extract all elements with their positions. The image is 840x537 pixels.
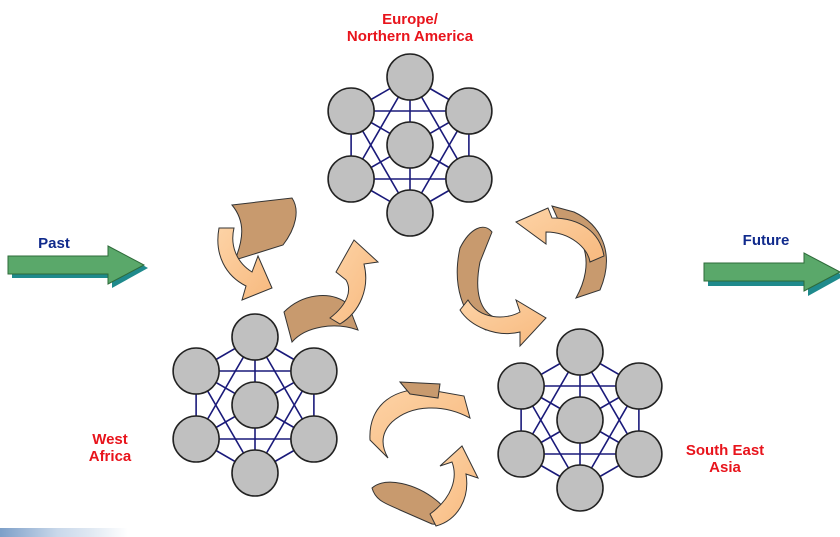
- flow-arrow-europe-to-asia: [456, 226, 547, 348]
- network-node: [231, 313, 279, 361]
- flow-arrow-asia-to-europe: [515, 205, 607, 299]
- network-node: [290, 415, 338, 463]
- network-node: [445, 155, 493, 203]
- network-node: [386, 189, 434, 237]
- network-node: [556, 464, 604, 512]
- future-arrow: [703, 252, 840, 296]
- west-africa-network: [172, 313, 338, 497]
- past-label: Past: [38, 235, 70, 252]
- network-node: [290, 347, 338, 395]
- network-node: [327, 87, 375, 135]
- flow-arrow-asia-to-africa: [371, 445, 479, 527]
- network-node: [615, 430, 663, 478]
- network-node: [172, 415, 220, 463]
- flow-arrow-africa-to-asia: [369, 381, 471, 459]
- network-node: [556, 396, 604, 444]
- europe-northern-america-label: Europe/ Northern America: [346, 11, 474, 45]
- network-node: [497, 430, 545, 478]
- network-node: [231, 449, 279, 497]
- past-arrow: [7, 245, 148, 288]
- network-node: [386, 53, 434, 101]
- south-east-asia-label: South East Asia: [685, 442, 765, 476]
- flow-arrow-africa-to-europe: [283, 239, 380, 344]
- future-label: Future: [742, 232, 790, 249]
- network-node: [445, 87, 493, 135]
- network-node: [615, 362, 663, 410]
- network-node: [497, 362, 545, 410]
- network-node: [556, 328, 604, 376]
- south-east-asia-network: [497, 328, 663, 512]
- network-node: [172, 347, 220, 395]
- network-node: [386, 121, 434, 169]
- network-node: [231, 381, 279, 429]
- network-node: [327, 155, 375, 203]
- slide-thumbnail-image: [0, 528, 128, 537]
- west-africa-label: West Africa: [88, 431, 132, 465]
- europe-northern-america-network: [327, 53, 493, 237]
- flow-arrow-europe-to-africa: [217, 197, 297, 301]
